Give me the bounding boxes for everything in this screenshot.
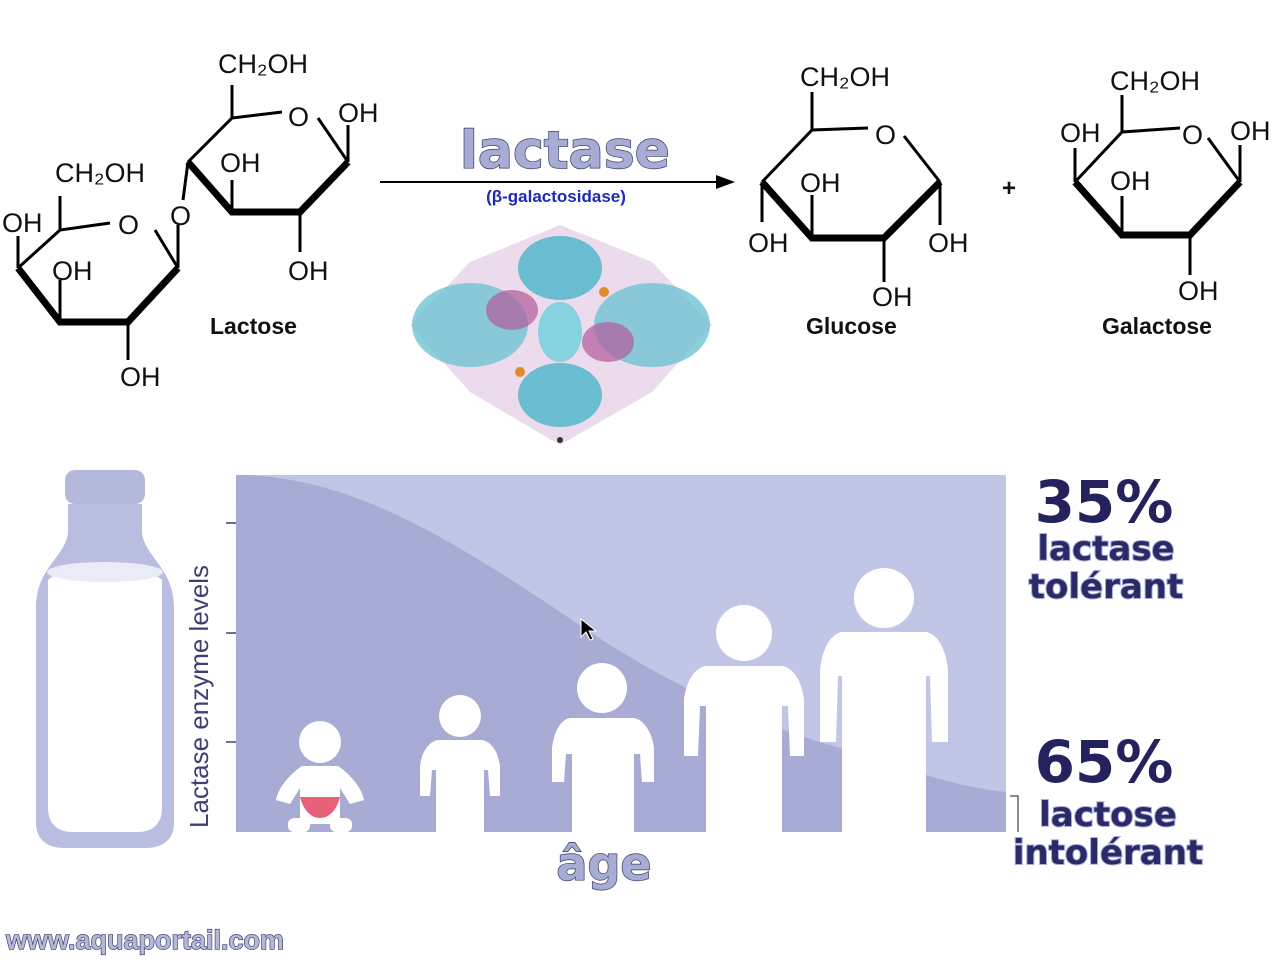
lactose-molecule xyxy=(15,85,351,360)
intolerant-line2: intolérant xyxy=(1013,833,1203,873)
person-icon xyxy=(552,663,654,832)
galactose-oh-c1: OH xyxy=(1230,116,1271,146)
x-axis-label-box: âge xyxy=(556,836,653,891)
lactose-ring-o-right: O xyxy=(288,102,309,132)
cursor-icon xyxy=(580,618,598,641)
enzyme-name: lactase xyxy=(460,121,670,181)
galactose-oh-c2: OH xyxy=(1178,276,1219,306)
diaper xyxy=(300,797,340,818)
glucose-ring-o: O xyxy=(875,120,896,150)
glucose-oh-c1: OH xyxy=(928,228,969,258)
galactose-label: Galactose xyxy=(1102,313,1212,339)
lactose-oh-c2-left: OH xyxy=(120,362,161,392)
website-url[interactable]: www.aquaportail.com xyxy=(4,924,284,955)
intolerant-line1: lactose xyxy=(1039,795,1177,835)
person-icon xyxy=(684,605,804,832)
lactose-oh-c4-left: OH xyxy=(2,208,43,238)
galactose-oh-c3: OH xyxy=(1110,166,1151,196)
lactose-ch2oh-left: CH₂OH xyxy=(55,158,145,188)
glucose-molecule xyxy=(759,92,943,282)
tolerant-line1: lactase xyxy=(1037,529,1174,569)
glucose-oh-c3: OH xyxy=(800,168,841,198)
website-watermark: www.aquaportail.com xyxy=(4,924,284,955)
lactose-oh-c2-right: OH xyxy=(288,256,329,286)
lactose-oh-anomeric: OH xyxy=(338,98,379,128)
lactose-oh-c3-left: OH xyxy=(52,256,93,286)
glucose-label: Glucose xyxy=(806,313,897,339)
galactose-ch2oh: CH₂OH xyxy=(1110,66,1200,96)
intolerant-percent: 65% xyxy=(1035,728,1174,796)
lactose-label: Lactose xyxy=(210,313,297,339)
glucose-oh-c2: OH xyxy=(872,282,913,312)
enzyme-alt-name: (β-galactosidase) xyxy=(486,187,626,206)
galactose-molecule xyxy=(1072,95,1243,275)
milk-bottle-icon xyxy=(36,470,174,848)
plus-sign: + xyxy=(1002,175,1016,202)
person-icon xyxy=(820,568,948,832)
lactose-ch2oh-right: CH₂OH xyxy=(218,49,308,79)
lactase-level-curve xyxy=(236,475,1006,832)
galactose-ring-o: O xyxy=(1182,120,1203,150)
y-axis-label: Lactase enzyme levels xyxy=(184,565,214,828)
tolerant-percent: 35% xyxy=(1035,470,1174,536)
reaction-arrow xyxy=(380,175,735,189)
person-icon xyxy=(420,695,500,832)
glucose-oh-c4: OH xyxy=(748,228,789,258)
bracket-mark xyxy=(1010,795,1019,832)
tolerant-line2: tolérant xyxy=(1029,567,1184,607)
reaction-diagram: CH₂OH OH O OH OH O CH₂OH O OH OH OH Lact… xyxy=(2,49,1271,445)
x-axis-label: âge xyxy=(556,837,651,891)
person-icon xyxy=(276,721,364,832)
galactose-oh-c4: OH xyxy=(1060,118,1101,148)
lactose-bridge-o: O xyxy=(170,201,191,231)
glucose-ch2oh: CH₂OH xyxy=(800,62,890,92)
tolerance-stats: 35% lactase tolérant 65% lactose intolér… xyxy=(1012,470,1204,874)
lactose-oh-c4-right: OH xyxy=(220,148,261,178)
lactase-level-graph: Lactase enzyme levels xyxy=(184,475,1019,832)
protein-structure-icon xyxy=(410,225,712,445)
lactose-ring-o-left: O xyxy=(118,210,139,240)
